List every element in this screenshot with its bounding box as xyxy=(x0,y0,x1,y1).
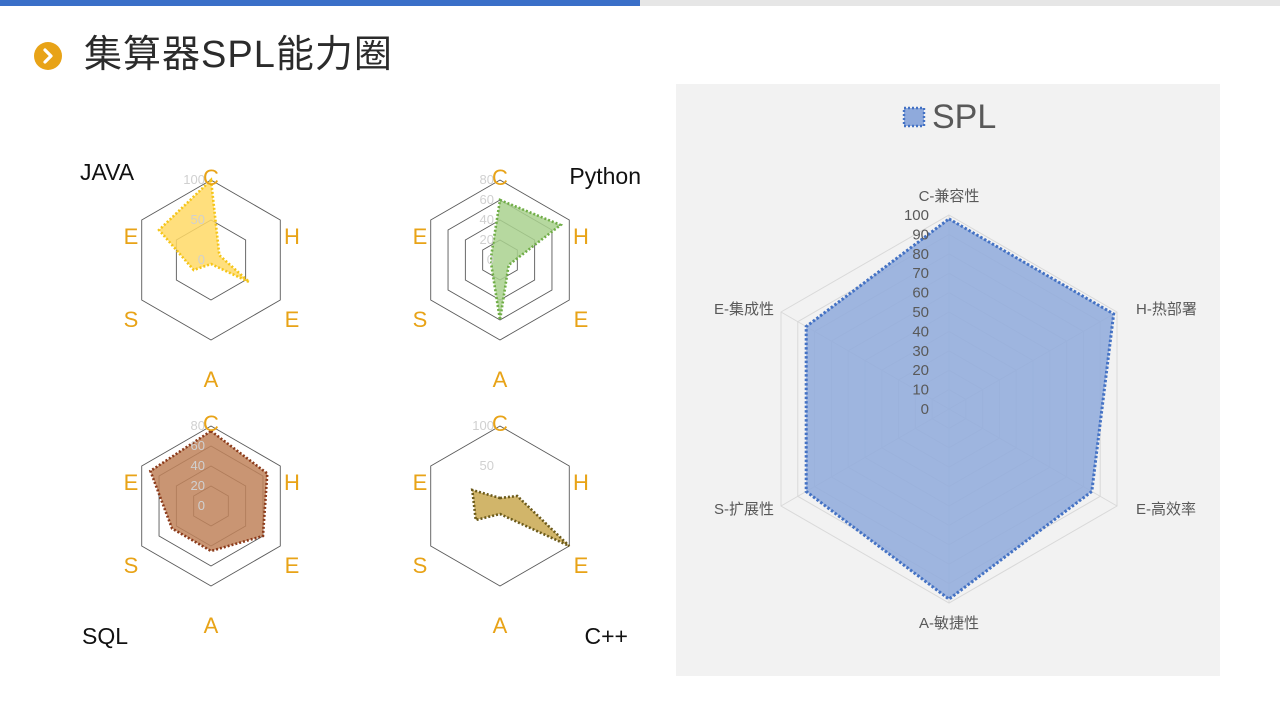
radar-axis-label: S xyxy=(413,553,428,578)
radar-sql: 0 20 40 60 80C H E A S E SQL xyxy=(82,411,300,649)
page-title: 集算器SPL能力圈 xyxy=(84,34,393,76)
small-radar-charts: 050100CHEASEJAVA020406080CHEASEPython020… xyxy=(80,159,641,649)
radar-axis-label: E xyxy=(574,553,589,578)
radar-series-area xyxy=(157,177,250,284)
radar-axis-label: S-扩展性 xyxy=(714,501,774,518)
radar-tick-label: 90 xyxy=(912,226,929,243)
radar-axis-label: E xyxy=(413,470,428,495)
chevron-right-icon xyxy=(34,42,62,70)
radar-tick-label: 40 xyxy=(912,323,929,340)
spl-chart-panel: 0 10 20 30 40 50 60 70 80 90 100 C-兼容性 H-热部署 E-高效率 A-敏… xyxy=(676,84,1220,676)
radar-tick-label: 80 xyxy=(912,246,929,263)
radar-axis-label: H xyxy=(284,470,300,495)
radar-axis-label: E xyxy=(124,224,139,249)
radar-tick-label: 20 xyxy=(912,362,929,379)
spl-radar-chart: 0 10 20 30 40 50 60 70 80 90 100 C-兼容性 H-热部署 E-高效率 A-敏… xyxy=(714,98,1197,632)
radar-chart-name: C++ xyxy=(585,623,628,649)
radar-tick-label: 80 xyxy=(191,418,205,433)
radar-axis-label: A xyxy=(204,367,219,392)
top-grey-bar xyxy=(640,0,1280,6)
radar-series-area xyxy=(470,488,571,548)
radar-chart-name: Python xyxy=(569,163,641,189)
radar-tick-label: 50 xyxy=(912,304,929,321)
radar-tick-label: 50 xyxy=(480,458,494,473)
radar-gridline xyxy=(430,179,570,341)
radar-series-area xyxy=(490,198,564,321)
legend-swatch xyxy=(902,106,926,128)
radar-tick-label: 0 xyxy=(487,252,494,267)
radar-series-area xyxy=(148,429,269,553)
radar-tick-label: 30 xyxy=(912,343,929,360)
top-accent-bar xyxy=(0,0,640,6)
radar-tick-label: 40 xyxy=(191,458,205,473)
radar-gridline xyxy=(430,425,570,587)
radar-tick-label: 70 xyxy=(912,265,929,282)
radar-axis-label: E xyxy=(285,553,300,578)
radar-axis-label: E-集成性 xyxy=(714,301,774,318)
radar-tick-label: 60 xyxy=(480,192,494,207)
radar-chart-name: SQL xyxy=(82,623,128,649)
radar-tick-label: 60 xyxy=(191,438,205,453)
radar-axis-label: A xyxy=(493,613,508,638)
radar-axis-label: H xyxy=(573,224,589,249)
radar-axis-label: C xyxy=(492,411,508,436)
radar-axis-label: C xyxy=(203,411,219,436)
radar-axis-label: S xyxy=(413,307,428,332)
radar-gridline xyxy=(141,425,281,587)
radar-axis-label: A-敏捷性 xyxy=(919,615,979,632)
radar-axis-label: H xyxy=(573,470,589,495)
radar-tick-label: 40 xyxy=(480,212,494,227)
radar-tick-label: 10 xyxy=(912,382,929,399)
radar-axis-label: E xyxy=(574,307,589,332)
radar-axis-label: S xyxy=(124,553,139,578)
radar-axis-label: H xyxy=(284,224,300,249)
radar-tick-label: 80 xyxy=(480,172,494,187)
radar-series-area xyxy=(804,217,1116,601)
radar-axis-label: H-热部署 xyxy=(1136,301,1197,318)
radar-tick-label: 0 xyxy=(198,498,205,513)
radar-axis-label: C xyxy=(203,165,219,190)
radar-tick-label: 100 xyxy=(472,418,494,433)
legend-label: SPL xyxy=(932,98,996,136)
radar-tick-label: 20 xyxy=(480,232,494,247)
radar-tick-label: 50 xyxy=(191,212,205,227)
radar-tick-label: 0 xyxy=(921,401,929,418)
radar-tick-label: 100 xyxy=(183,172,205,187)
radar-gridline xyxy=(141,179,281,341)
radar-tick-label: 0 xyxy=(198,252,205,267)
radar-axis-label: E xyxy=(124,470,139,495)
radar-axis-label: A xyxy=(204,613,219,638)
radar-axis-label: C xyxy=(492,165,508,190)
radar-axis-label: A xyxy=(493,367,508,392)
radar-tick-label: 20 xyxy=(191,478,205,493)
radar-python: 0 20 40 60 80C H E A S E Python xyxy=(413,163,641,392)
radar-axis-label: S xyxy=(124,307,139,332)
radar-tick-label: 60 xyxy=(912,285,929,302)
radar-chart-name: JAVA xyxy=(80,159,135,185)
radar-axis-label: E xyxy=(285,307,300,332)
radar-axis-label: E xyxy=(413,224,428,249)
radar-tick-label: 100 xyxy=(904,207,929,224)
radar-axis-label: C-兼容性 xyxy=(919,188,980,205)
radar-axis-label: E-高效率 xyxy=(1136,501,1196,518)
